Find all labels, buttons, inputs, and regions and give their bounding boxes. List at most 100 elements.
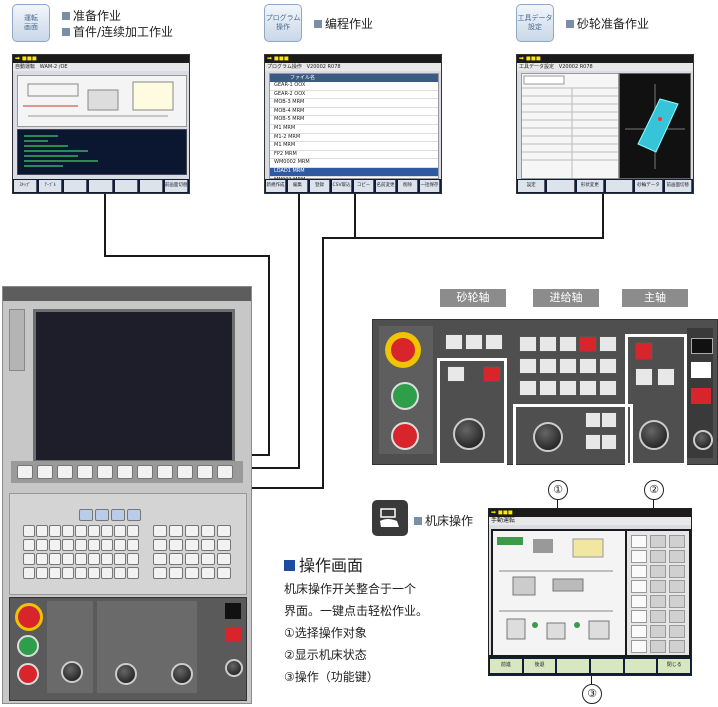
keyboard-key[interactable]: [75, 553, 87, 565]
fkey[interactable]: コピー: [354, 180, 374, 192]
keyboard-key[interactable]: [23, 567, 35, 579]
screen-select-key[interactable]: [95, 509, 109, 521]
screen-select-key[interactable]: [127, 509, 141, 521]
file-row[interactable]: GEAR-1 OOX: [270, 82, 438, 91]
emergency-stop-button[interactable]: [391, 338, 415, 362]
cycle-stop-button[interactable]: [391, 422, 419, 450]
keyboard-key[interactable]: [88, 553, 100, 565]
fkey[interactable]: [624, 659, 657, 673]
fkey[interactable]: 編集: [288, 180, 308, 192]
keyboard-key[interactable]: [153, 539, 167, 551]
spindle-override-knob[interactable]: [639, 420, 669, 450]
screen-select-key[interactable]: [79, 509, 93, 521]
keyboard-key[interactable]: [88, 525, 100, 537]
keyboard-key[interactable]: [114, 525, 126, 537]
fkey[interactable]: [591, 659, 623, 673]
wheel-override-knob[interactable]: [453, 418, 485, 450]
spindle-switch[interactable]: [657, 368, 675, 386]
fkey[interactable]: 砂輪データ: [635, 180, 663, 192]
tool-data-icon[interactable]: 工具データ 設定: [516, 4, 554, 42]
keyboard-key[interactable]: [49, 567, 61, 579]
fkey[interactable]: [547, 180, 575, 192]
file-row[interactable]: WM0002 MRM: [270, 159, 438, 168]
file-row[interactable]: FP2 MRM: [270, 151, 438, 160]
keyboard-key[interactable]: [127, 525, 139, 537]
feed-switch[interactable]: [519, 380, 537, 396]
soft-key[interactable]: [217, 465, 233, 479]
keyboard-key[interactable]: [36, 553, 48, 565]
keyboard-key[interactable]: [49, 553, 61, 565]
keyboard-key[interactable]: [217, 525, 231, 537]
cycle-stop-button[interactable]: [17, 663, 39, 685]
keyboard-key[interactable]: [201, 539, 215, 551]
keyboard-key[interactable]: [127, 567, 139, 579]
soft-key[interactable]: [137, 465, 153, 479]
file-row[interactable]: M1 MRM: [270, 125, 438, 134]
keyboard-key[interactable]: [36, 567, 48, 579]
fkey[interactable]: 設定: [518, 180, 546, 192]
fkey[interactable]: 削除: [398, 180, 418, 192]
keyboard-key[interactable]: [185, 567, 199, 579]
jog-minus-key[interactable]: [601, 434, 617, 450]
soft-key[interactable]: [57, 465, 73, 479]
keyboard-key[interactable]: [153, 567, 167, 579]
feed-override-knob[interactable]: [533, 422, 563, 452]
wheel-switch[interactable]: [465, 334, 483, 350]
file-row[interactable]: MOB-5 MRM: [270, 116, 438, 125]
keyboard-key[interactable]: [36, 539, 48, 551]
keyboard-key[interactable]: [114, 567, 126, 579]
fkey[interactable]: [64, 180, 88, 192]
spindle-override-knob[interactable]: [171, 663, 193, 685]
soft-key[interactable]: [77, 465, 93, 479]
soft-key[interactable]: [97, 465, 113, 479]
fkey[interactable]: CSV取込: [332, 180, 352, 192]
soft-key[interactable]: [157, 465, 173, 479]
keyboard-key[interactable]: [169, 553, 183, 565]
fkey[interactable]: 閉じる: [658, 659, 691, 673]
feed-switch[interactable]: [539, 380, 557, 396]
keyboard-key[interactable]: [101, 553, 113, 565]
file-row[interactable]: MOB-4 MRM: [270, 108, 438, 117]
cycle-start-button[interactable]: [391, 382, 419, 410]
keyboard-key[interactable]: [62, 567, 74, 579]
fkey[interactable]: 前画面切替: [664, 180, 692, 192]
feed-switch[interactable]: [579, 358, 597, 374]
keyboard-key[interactable]: [201, 525, 215, 537]
fkey[interactable]: 一括保存: [420, 180, 440, 192]
reset-key[interactable]: [225, 603, 241, 619]
feed-switch[interactable]: [559, 358, 577, 374]
fkey[interactable]: ﾃｰﾌﾞﾙ: [39, 180, 63, 192]
keyboard-key[interactable]: [62, 539, 74, 551]
feed-switch[interactable]: [599, 358, 617, 374]
keyboard-key[interactable]: [75, 525, 87, 537]
feed-switch[interactable]: [519, 336, 537, 352]
keyboard-key[interactable]: [114, 539, 126, 551]
fkey[interactable]: 新規作成: [266, 180, 286, 192]
keyboard-key[interactable]: [101, 525, 113, 537]
fkey[interactable]: 前進: [490, 659, 522, 673]
run-screen-icon[interactable]: 運転 画面: [12, 4, 50, 42]
feed-switch[interactable]: [579, 336, 597, 352]
soft-key[interactable]: [17, 465, 33, 479]
keyboard-key[interactable]: [23, 553, 35, 565]
keyboard-key[interactable]: [49, 525, 61, 537]
keyboard-key[interactable]: [114, 553, 126, 565]
soft-key[interactable]: [37, 465, 53, 479]
keyboard-key[interactable]: [185, 539, 199, 551]
keyboard-key[interactable]: [62, 525, 74, 537]
file-row[interactable]: M1 MRM: [270, 142, 438, 151]
key-switch[interactable]: [693, 430, 713, 450]
file-row[interactable]: M1-2 MRM: [270, 134, 438, 143]
feed-switch[interactable]: [519, 358, 537, 374]
fkey[interactable]: 名前変更: [376, 180, 396, 192]
keyboard-key[interactable]: [101, 567, 113, 579]
file-row[interactable]: MOB-3 MRM: [270, 99, 438, 108]
jog-minus-key[interactable]: [585, 434, 601, 450]
emergency-stop-button[interactable]: [15, 603, 43, 631]
keyboard-key[interactable]: [23, 525, 35, 537]
feed-switch[interactable]: [539, 336, 557, 352]
soft-key[interactable]: [197, 465, 213, 479]
keyboard-key[interactable]: [169, 525, 183, 537]
fkey[interactable]: 後退: [523, 659, 556, 673]
file-row[interactable]: LOAD1 MRM: [270, 167, 438, 177]
